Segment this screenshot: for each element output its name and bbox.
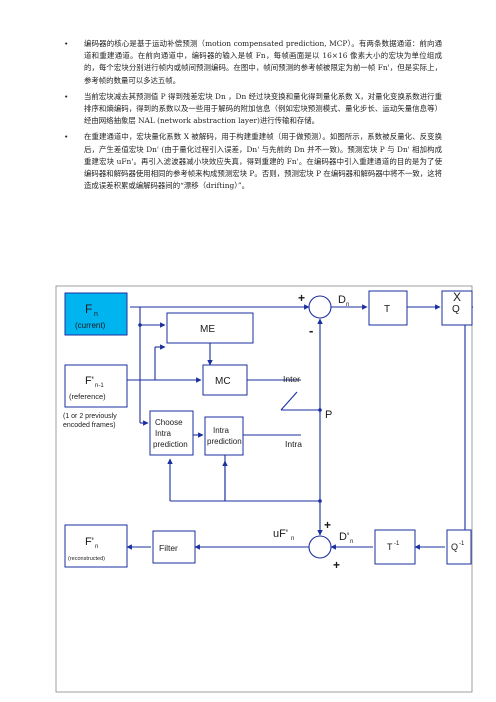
- reference-frame-block: [64, 364, 128, 408]
- bullet-item: • 编码器的核心是基于运动补偿预测（motion compensated pred…: [64, 38, 442, 87]
- ref-label: F': [85, 375, 94, 387]
- bullet-item: • 在重建通道中，宏块量化系数 X 被解码，用于构建重建帧（用于做预测）。如图所示…: [64, 131, 442, 192]
- sum-junction-forward: [308, 295, 332, 319]
- me-label: ME: [200, 324, 215, 335]
- q-inv-sup: -1: [459, 541, 465, 547]
- intra-line1: Intra: [213, 426, 230, 435]
- q-label: Q: [452, 304, 460, 315]
- mc-label: MC: [215, 376, 231, 387]
- plus-sign-top: +: [324, 518, 331, 532]
- bullet-dot: •: [64, 39, 69, 48]
- plus-sign: +: [298, 291, 305, 305]
- t-label: T: [384, 304, 390, 315]
- inter-label: Inter: [283, 374, 300, 384]
- fn-current-block: [64, 292, 128, 336]
- fn-sub: n: [94, 311, 98, 318]
- ref-caption: (reference): [69, 392, 106, 401]
- prev-note-line1: (1 or 2 previously: [63, 413, 117, 420]
- encoder-block-diagram: F n (current) F' n-1 (reference) (1 or 2…: [55, 285, 473, 693]
- sum-junction-reconstruct: [308, 535, 332, 559]
- t-block: [368, 290, 408, 326]
- choose-line2: Intra: [155, 429, 172, 438]
- recon-label: F': [85, 536, 94, 548]
- dn-rec-label: D': [339, 531, 349, 543]
- intra-prediction-block: [204, 416, 244, 456]
- junction: [138, 323, 142, 327]
- q-block: [441, 290, 473, 326]
- junction: [318, 408, 322, 412]
- filter-block: [152, 530, 196, 564]
- intra-line2: prediction: [207, 437, 242, 446]
- bullet-list: • 编码器的核心是基于运动补偿预测（motion compensated pred…: [64, 38, 442, 196]
- q-inv-label: Q: [451, 542, 458, 552]
- dn-rec-sub: n: [350, 539, 353, 545]
- choose-line1: Choose: [155, 418, 183, 427]
- plus-sign-bottom: +: [333, 558, 340, 572]
- switch-arm: [280, 391, 298, 411]
- dn-sub: n: [346, 302, 349, 308]
- t-inverse-block: [374, 529, 416, 565]
- choose-intra-block: [149, 410, 194, 456]
- q-inverse-block: [446, 529, 472, 565]
- dn-label: D: [338, 294, 346, 306]
- me-block: [166, 312, 254, 344]
- diagram-frame: [55, 285, 473, 693]
- x-label: X: [453, 290, 461, 304]
- bullet-text: 当前宏块减去其预测值 P 得到残差宏块 Dn ，Dn 经过块变换和量化得到量化系…: [84, 91, 442, 126]
- bullet-text: 编码器的核心是基于运动补偿预测（motion compensated predi…: [84, 39, 442, 85]
- t-inv-label: T: [387, 542, 393, 552]
- t-inv-sup: -1: [394, 541, 400, 547]
- ufn-sub: n: [291, 536, 294, 542]
- bullet-dot: •: [64, 132, 69, 142]
- fn-caption: (current): [75, 321, 106, 330]
- prev-note-line2: encoded frames): [63, 422, 116, 429]
- ref-sub: n-1: [95, 383, 104, 389]
- bullet-dot: •: [64, 91, 69, 101]
- minus-sign: -: [309, 323, 313, 338]
- junction: [318, 499, 322, 503]
- intra-label: Intra: [285, 439, 302, 449]
- filter-label: Filter: [159, 543, 178, 553]
- reconstructed-frame-block: [64, 524, 128, 568]
- bullet-text: 在重建通道中，宏块量化系数 X 被解码，用于构建重建帧（用于做预测）。如图所示，…: [84, 132, 442, 191]
- fn-label: F: [85, 302, 92, 316]
- ufn-label: uF': [273, 528, 288, 540]
- mc-block: [202, 364, 248, 396]
- p-label: P: [325, 409, 332, 421]
- recon-sub: n: [95, 544, 98, 550]
- choose-line3: prediction: [153, 440, 188, 449]
- recon-caption: (reconstructed): [68, 556, 105, 562]
- bullet-item: • 当前宏块减去其预测值 P 得到残差宏块 Dn ，Dn 经过块变换和量化得到量化…: [64, 91, 442, 128]
